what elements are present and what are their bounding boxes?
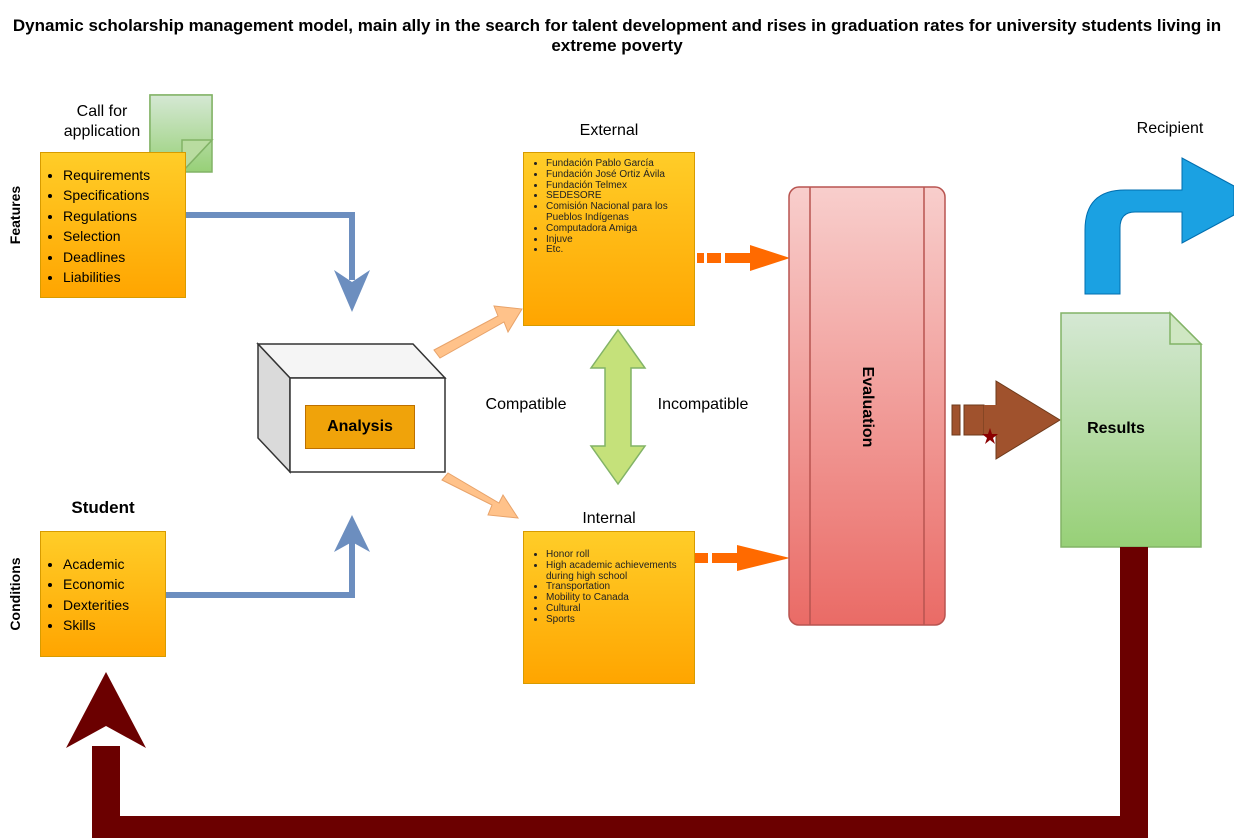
- external-item: Fundación Pablo García: [546, 158, 686, 170]
- feedback-loop-arrow: [66, 547, 1148, 838]
- internal-item: Mobility to Canada: [546, 592, 686, 604]
- compatibility-double-arrow: [589, 328, 647, 486]
- internal-heading: Internal: [582, 510, 636, 527]
- conditions-box: Academic Economic Dexterities Skills: [40, 531, 166, 657]
- recipient-arrow: [1084, 157, 1234, 295]
- analysis-label: Analysis: [305, 405, 415, 449]
- recipient-label: Recipient: [1136, 120, 1204, 137]
- external-list: Fundación Pablo García Fundación José Or…: [528, 158, 686, 256]
- call-for-application-label: Call for application: [63, 103, 141, 140]
- features-box: Requirements Specifications Regulations …: [40, 152, 186, 298]
- features-label: Features: [7, 185, 23, 245]
- external-to-evaluation-arrow: [697, 245, 790, 271]
- features-item: Requirements: [63, 165, 179, 185]
- external-item: Computadora Amiga: [546, 223, 686, 235]
- external-item: Etc.: [546, 245, 686, 256]
- analysis-to-external-arrow: [433, 305, 523, 359]
- features-item: Regulations: [63, 206, 179, 226]
- internal-item: Cultural: [546, 603, 686, 615]
- compatible-label: Compatible: [485, 396, 567, 413]
- results-label: Results: [1087, 420, 1145, 437]
- conditions-list: Academic Economic Dexterities Skills: [45, 554, 159, 636]
- features-to-analysis-arrow: [165, 212, 370, 312]
- internal-list: Honor roll High academic achievements du…: [528, 549, 686, 626]
- student-to-analysis-arrow: [165, 515, 370, 598]
- features-item: Selection: [63, 226, 179, 246]
- conditions-item: Skills: [63, 615, 159, 635]
- features-item: Specifications: [63, 185, 179, 205]
- conditions-item: Dexterities: [63, 595, 159, 615]
- external-item: SEDESORE: [546, 191, 686, 202]
- external-item: Fundación Telmex: [546, 180, 686, 192]
- incompatible-label: Incompatible: [657, 396, 749, 413]
- external-item: Fundación José Ortiz Ávila: [546, 169, 686, 181]
- internal-item: Honor roll: [546, 549, 686, 561]
- internal-to-evaluation-arrow: [684, 545, 790, 571]
- evaluation-to-results-arrow: [951, 380, 1061, 460]
- external-heading: External: [579, 122, 639, 139]
- conditions-label: Conditions: [7, 557, 23, 631]
- diagram-title: Dynamic scholarship management model, ma…: [12, 16, 1222, 55]
- internal-item: Transportation: [546, 582, 686, 593]
- results-document: [1060, 311, 1203, 548]
- evaluation-block: [788, 186, 946, 626]
- evaluation-label: Evaluation: [859, 366, 876, 448]
- external-item: Comisión Nacional para los Pueblos Indíg…: [546, 201, 686, 224]
- external-box: Fundación Pablo García Fundación José Or…: [523, 152, 695, 326]
- conditions-item: Academic: [63, 554, 159, 574]
- features-item: Liabilities: [63, 267, 179, 287]
- features-item: Deadlines: [63, 247, 179, 267]
- features-list: Requirements Specifications Regulations …: [45, 165, 179, 287]
- external-item: Injuve: [546, 234, 686, 246]
- student-heading: Student: [71, 498, 135, 517]
- analysis-to-internal-arrow: [441, 472, 519, 519]
- conditions-item: Economic: [63, 574, 159, 594]
- internal-item: High academic achievements during high s…: [546, 560, 686, 583]
- internal-box: Honor roll High academic achievements du…: [523, 531, 695, 684]
- internal-item: Sports: [546, 614, 686, 626]
